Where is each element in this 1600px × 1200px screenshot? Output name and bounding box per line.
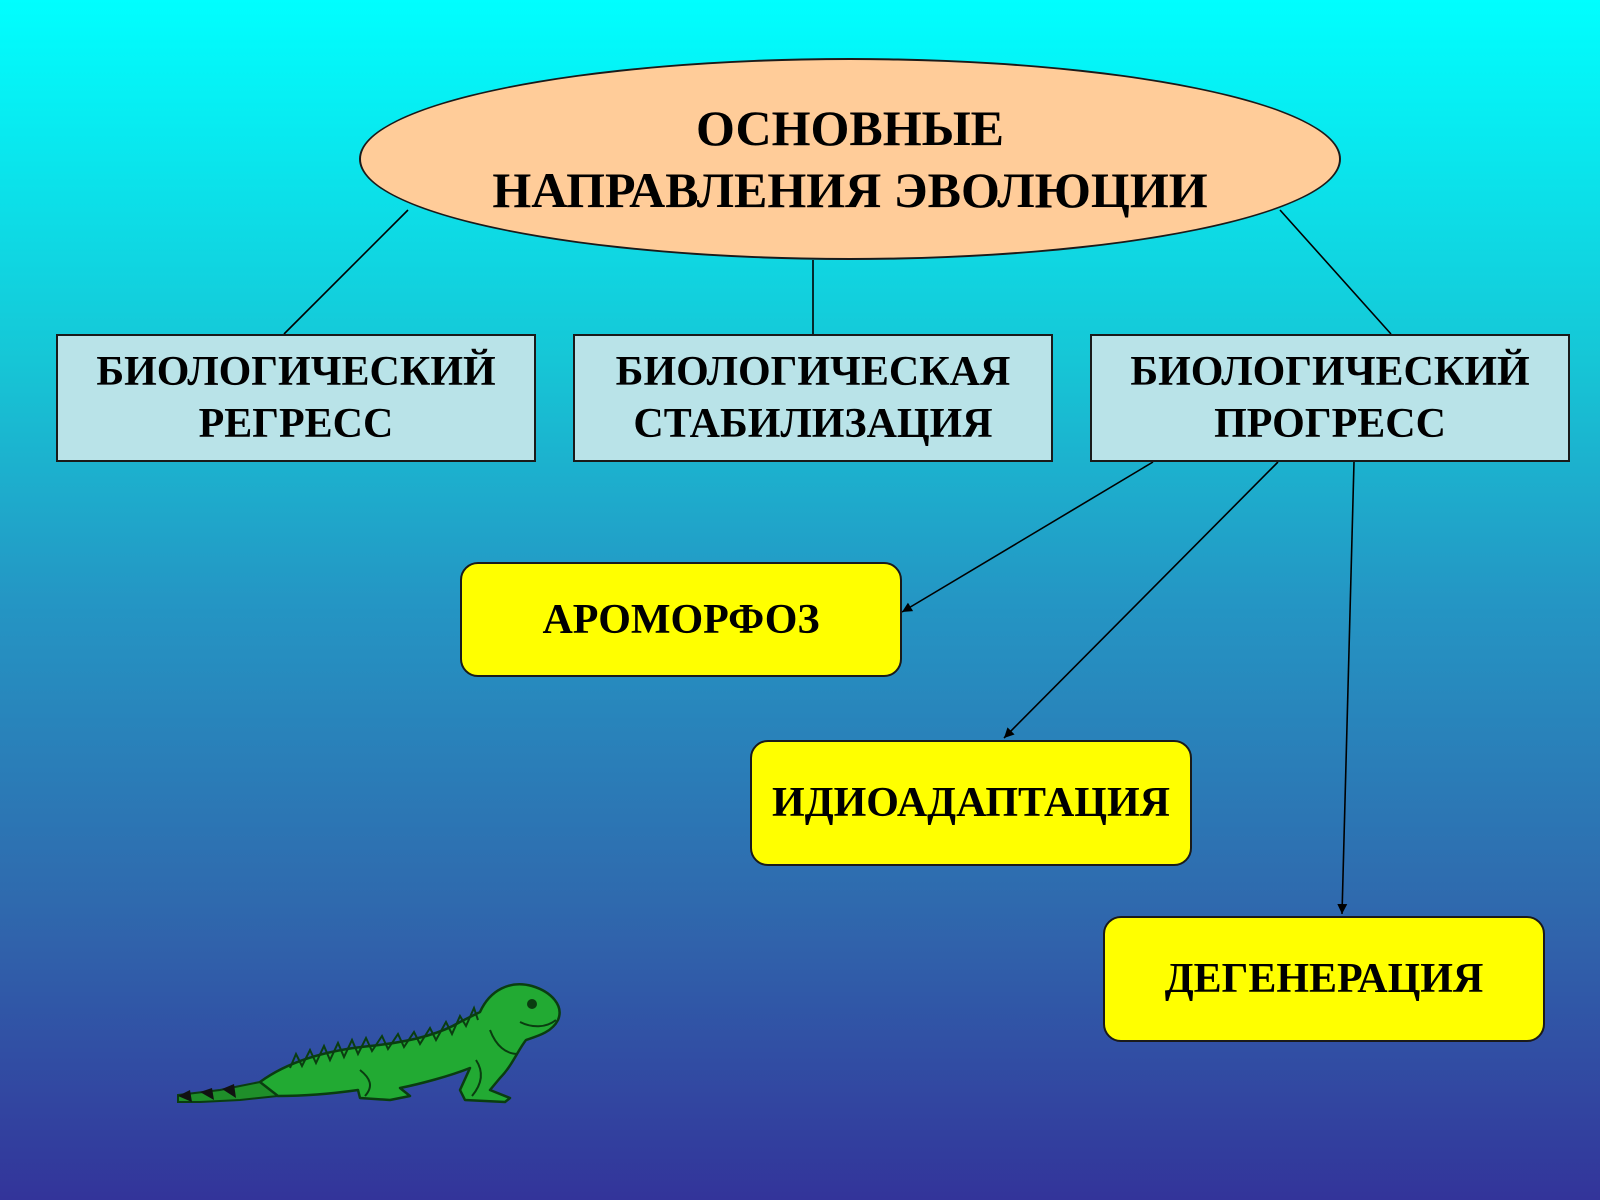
main-title-ellipse: ОСНОВНЫЕ НАПРАВЛЕНИЯ ЭВОЛЮЦИИ [359, 58, 1341, 260]
category-label-line-2: СТАБИЛИЗАЦИЯ [633, 401, 993, 447]
lizard-icon [177, 983, 561, 1104]
line-to-regress [283, 209, 409, 335]
path-label: АРОМОРФОЗ [542, 596, 820, 643]
path-degeneration: ДЕГЕНЕРАЦИЯ [1103, 916, 1545, 1042]
category-biological-regress: БИОЛОГИЧЕСКИЙ РЕГРЕСС [56, 334, 536, 462]
category-biological-progress: БИОЛОГИЧЕСКИЙ ПРОГРЕСС [1090, 334, 1570, 462]
category-label-line-1: БИОЛОГИЧЕСКИЙ [1130, 349, 1530, 395]
category-label-line-1: БИОЛОГИЧЕСКИЙ [96, 349, 496, 395]
category-label-line-1: БИОЛОГИЧЕСКАЯ [615, 349, 1011, 395]
path-aromorphoz: АРОМОРФОЗ [460, 562, 902, 677]
line-to-progress [1279, 209, 1392, 335]
title-line-2: НАПРАВЛЕНИЯ ЭВОЛЮЦИИ [492, 162, 1208, 218]
category-label-line-2: РЕГРЕСС [198, 401, 394, 447]
category-label-line-2: ПРОГРЕСС [1214, 401, 1446, 447]
category-biological-stabilization: БИОЛОГИЧЕСКАЯ СТАБИЛИЗАЦИЯ [573, 334, 1053, 462]
path-label: ДЕГЕНЕРАЦИЯ [1164, 956, 1484, 1002]
arrow-to-degeneration [1337, 461, 1355, 915]
arrow-to-aromorphoz [901, 461, 1154, 613]
title-line-1: ОСНОВНЫЕ [695, 100, 1005, 156]
path-idioadaptation: ИДИОАДАПТАЦИЯ [750, 740, 1192, 866]
arrow-to-idioadaptation [1003, 461, 1279, 739]
path-label: ИДИОАДАПТАЦИЯ [772, 780, 1170, 826]
